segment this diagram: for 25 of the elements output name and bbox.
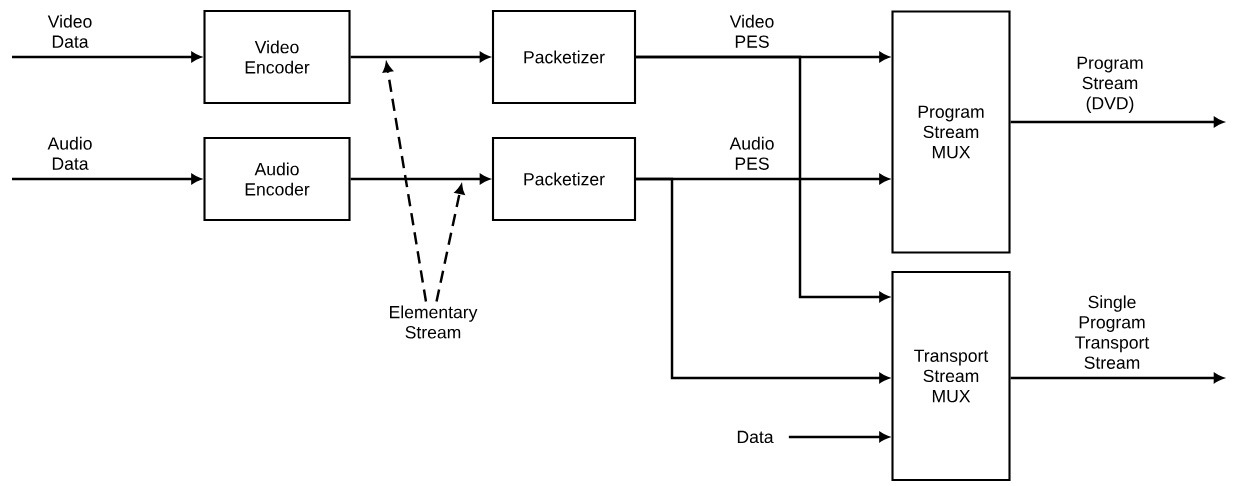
process-box: Transport Stream MUX xyxy=(891,270,1011,482)
process-box: Packetizer xyxy=(491,136,637,222)
edge-label: Video PES xyxy=(720,13,784,50)
edge-label: Audio Data xyxy=(38,135,102,172)
process-box: Video Encoder xyxy=(203,9,351,105)
arrow xyxy=(1010,117,1224,127)
text-label: Data xyxy=(737,430,774,444)
arrow xyxy=(636,177,889,383)
arrow xyxy=(350,174,490,184)
arrow xyxy=(12,174,201,184)
arrow xyxy=(350,52,490,62)
process-box: Audio Encoder xyxy=(203,136,351,222)
leader-line xyxy=(435,184,465,302)
edge-label: Single Program Transport Stream xyxy=(1060,293,1164,371)
text-label: Elementary Stream xyxy=(390,305,478,339)
leader-line xyxy=(383,62,428,302)
edge-label: Program Stream (DVD) xyxy=(1063,55,1157,115)
process-box: Program Stream MUX xyxy=(891,10,1011,254)
arrow xyxy=(12,52,201,62)
arrow xyxy=(636,55,889,302)
edge-label: Audio PES xyxy=(720,135,784,172)
arrow xyxy=(1010,373,1224,383)
process-box: Packetizer xyxy=(491,9,637,105)
edge-label: Video Data xyxy=(38,13,102,50)
arrow xyxy=(788,432,889,442)
